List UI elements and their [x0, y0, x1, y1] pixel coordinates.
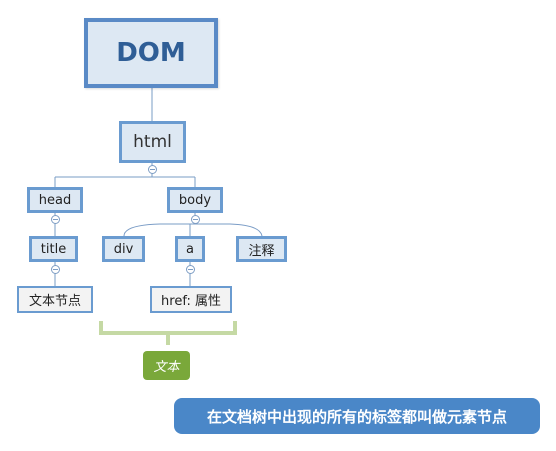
collapse-a-icon[interactable] [186, 265, 195, 274]
href-attribute-node: href: 属性 [150, 286, 232, 313]
head-node: head [27, 187, 83, 213]
collapse-head-icon[interactable] [51, 215, 60, 224]
text-node: 文本节点 [17, 286, 93, 313]
html-node: html [119, 121, 186, 163]
element-node-note: 在文档树中出现的所有的标签都叫做元素节点 [174, 398, 540, 434]
comment-node: 注释 [236, 236, 287, 262]
text-label: 文本 [143, 351, 190, 380]
bracket [99, 321, 237, 345]
a-node: a [175, 236, 205, 262]
collapse-title-icon[interactable] [51, 265, 60, 274]
collapse-body-icon[interactable] [191, 215, 200, 224]
body-node: body [167, 187, 223, 213]
title-node: title [29, 236, 78, 262]
collapse-html-icon[interactable] [148, 165, 157, 174]
div-node: div [102, 236, 145, 262]
dom-node: DOM [84, 18, 218, 88]
